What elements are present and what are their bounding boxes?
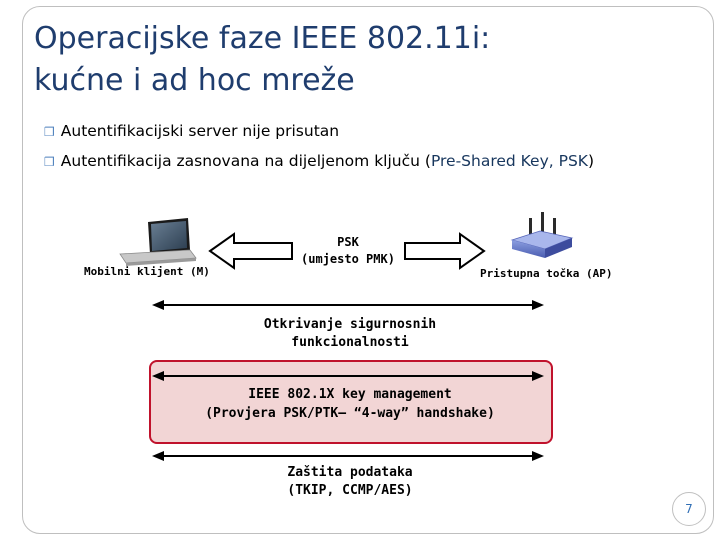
key-management-label-line-1: IEEE 802.1X key management bbox=[248, 387, 452, 402]
left-block-arrow bbox=[208, 232, 293, 270]
data-protection-arrow bbox=[152, 451, 544, 461]
right-block-arrow bbox=[404, 232, 486, 270]
slide-frame bbox=[22, 6, 714, 534]
bullet-2-suffix: ) bbox=[587, 152, 595, 170]
key-management-label-line-2: (Provjera PSK/PTK– “4-way” handshake) bbox=[205, 406, 495, 421]
key-management-label: IEEE 802.1X key management (Provjera PSK… bbox=[180, 385, 520, 423]
bullet-marker-icon: ❒ bbox=[44, 125, 55, 139]
title-line-1: Operacijske faze IEEE 802.11i: bbox=[34, 21, 491, 56]
psk-label-line-2: (umjesto PMK) bbox=[301, 252, 395, 266]
access-point-label: Pristupna točka (AP) bbox=[480, 267, 613, 280]
discovery-label-line-2: funkcionalnosti bbox=[291, 335, 409, 350]
psk-label-line-1: PSK bbox=[337, 235, 359, 249]
data-protection-label-line-2: (TKIP, CCMP/AES) bbox=[287, 483, 413, 498]
key-management-band bbox=[149, 360, 553, 444]
data-protection-label: Zaštita podataka (TKIP, CCMP/AES) bbox=[255, 464, 445, 500]
key-management-arrow bbox=[152, 371, 544, 381]
bullet-1-text: Autentifikacijski server nije prisutan bbox=[60, 122, 340, 140]
client-label: Mobilni klijent (M) bbox=[84, 265, 210, 278]
bullet-2: ❒ Autentifikacija zasnovana na dijeljenom… bbox=[44, 152, 594, 170]
page-number: 7 bbox=[672, 492, 706, 526]
discovery-label-line-1: Otkrivanje sigurnosnih bbox=[263, 317, 437, 332]
data-protection-label-line-1: Zaštita podataka bbox=[287, 465, 413, 480]
bullet-2-highlight: Pre-Shared Key, PSK bbox=[430, 152, 588, 170]
psk-label: PSK (umjesto PMK) bbox=[288, 234, 408, 268]
discovery-label: Otkrivanje sigurnosnih funkcionalnosti bbox=[240, 316, 460, 352]
bullet-marker-icon: ❒ bbox=[44, 155, 55, 169]
bullet-1: ❒ Autentifikacijski server nije prisutan bbox=[44, 122, 339, 140]
slide-title: Operacijske faze IEEE 802.11i: kućne i a… bbox=[34, 18, 674, 102]
router-icon bbox=[510, 212, 574, 258]
title-line-2: kućne i ad hoc mreže bbox=[34, 63, 355, 98]
laptop-icon bbox=[119, 218, 197, 266]
discovery-arrow bbox=[152, 300, 544, 310]
bullet-2-prefix: Autentifikacija zasnovana na dijeljenom … bbox=[60, 152, 431, 170]
